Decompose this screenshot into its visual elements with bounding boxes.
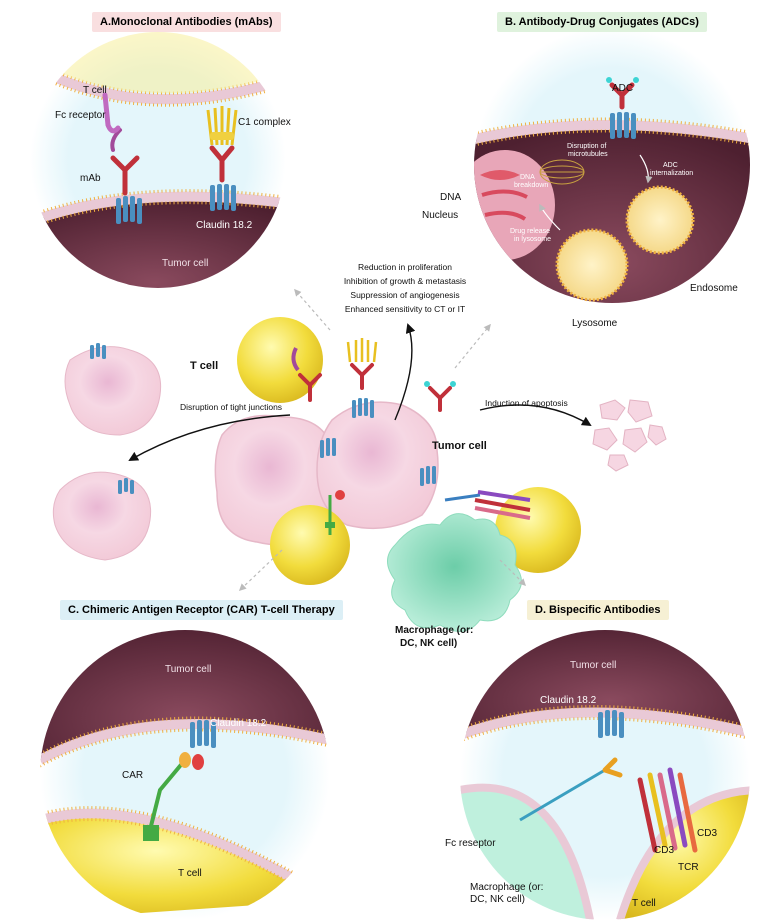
b-nucleus-label: Nucleus — [422, 210, 459, 221]
a-fc-receptor-label: Fc receptor — [55, 110, 106, 121]
b-lysosome-label: Lysosome — [572, 318, 618, 329]
panel-d-title: D. Bispecific Antibodies — [527, 600, 669, 620]
tcr-cd3-icon — [637, 767, 698, 853]
b-endosome-label: Endosome — [690, 283, 738, 294]
center-tumor-cell-label: Tumor cell — [432, 440, 487, 452]
tumor-cell-detached-top — [64, 346, 162, 436]
claudin-icon — [598, 710, 624, 738]
lysosome-icon — [555, 228, 629, 302]
claudin-icon — [116, 196, 142, 224]
tumor-cell-main — [316, 401, 439, 530]
panel-a-title: A.Monoclonal Antibodies (mAbs) — [92, 12, 281, 32]
claudin-icon — [190, 720, 216, 748]
mab-icon — [110, 128, 140, 196]
b-release-2: in lysosome — [514, 236, 551, 243]
center-t-cell-label: T cell — [190, 360, 219, 372]
panel-b-title: B. Antibody-Drug Conjugates (ADCs) — [497, 12, 707, 32]
d-fc-label: Fc reseptor — [445, 838, 496, 849]
d-tumor-label: Tumor cell — [570, 660, 617, 671]
panel-a-mabs — [30, 32, 286, 288]
microtubules-icon — [539, 159, 585, 185]
b-dna-label: DNA — [440, 192, 462, 203]
c-car-label: CAR — [122, 770, 144, 781]
d-macrophage-label: Macrophage (or: DC, NK cell) — [470, 882, 544, 905]
panel-c-title: C. Chimeric Antigen Receptor (CAR) T-cel… — [60, 600, 343, 620]
d-cd3-a-label: CD3 — [654, 845, 675, 856]
fc-receptor-icon — [102, 92, 121, 134]
macrophage-label-1: Macrophage (or: — [395, 625, 474, 636]
a-c1-label: C1 complex — [238, 117, 291, 128]
car-icon — [143, 752, 204, 841]
d-t-cell-label: T cell — [632, 898, 656, 909]
c-tumor-label: Tumor cell — [165, 664, 212, 675]
panel-b-adcs — [474, 27, 750, 303]
effect-item: Enhanced sensitivity to CT or IT — [344, 304, 466, 314]
claudin-icon — [210, 184, 236, 211]
endosome-icon — [625, 185, 695, 255]
b-release-1: Drug release — [510, 228, 551, 235]
tight-junctions-label: Disruption of tight junctions — [180, 402, 283, 412]
b-internalization-2: internalization — [650, 170, 694, 177]
macrophage-label-2: DC, NK cell) — [400, 638, 458, 649]
c1-complex-icon — [206, 106, 238, 183]
bispecific-antibody-icon — [519, 757, 623, 822]
t-cell-car — [270, 505, 350, 585]
macrophage-icon — [387, 513, 522, 632]
a-mab-label: mAb — [80, 173, 101, 184]
c-claudin-label: Claudin 18.2 — [210, 718, 267, 729]
b-disruption-1: Disruption of — [567, 143, 607, 150]
b-internalization-1: ADC — [663, 162, 678, 169]
apoptosis-label: Induction of apoptosis — [485, 398, 568, 408]
b-dna-breakdown-2: breakdown — [514, 182, 549, 189]
effect-item: Reduction in proliferation — [357, 262, 453, 272]
d-tcr-label: TCR — [678, 862, 699, 873]
effect-item: Suppression of angiogenesis — [350, 290, 460, 300]
claudin-icon — [610, 112, 636, 139]
d-cd3-b-label: CD3 — [697, 828, 718, 839]
effect-item: Inhibition of growth & metastasis — [343, 276, 467, 286]
b-adc-label: ADC — [612, 83, 634, 94]
center-scene — [52, 288, 667, 632]
panel-c-car-t — [40, 630, 330, 920]
b-dna-breakdown-1: DNA — [520, 174, 535, 181]
apoptotic-fragments — [592, 399, 667, 472]
effects-list: Reduction in proliferation Inhibition of… — [330, 260, 480, 316]
adc-icon — [606, 77, 639, 110]
a-tumor-label: Tumor cell — [162, 258, 209, 269]
c-t-cell-label: T cell — [178, 868, 202, 879]
d-claudin-label: Claudin 18.2 — [540, 695, 597, 706]
a-claudin-label: Claudin 18.2 — [196, 220, 253, 231]
a-t-cell-label: T cell — [83, 85, 107, 96]
t-cell-yellow — [237, 317, 323, 403]
b-disruption-2: microtubules — [568, 151, 608, 158]
tumor-cell-detached-bottom — [52, 471, 152, 561]
